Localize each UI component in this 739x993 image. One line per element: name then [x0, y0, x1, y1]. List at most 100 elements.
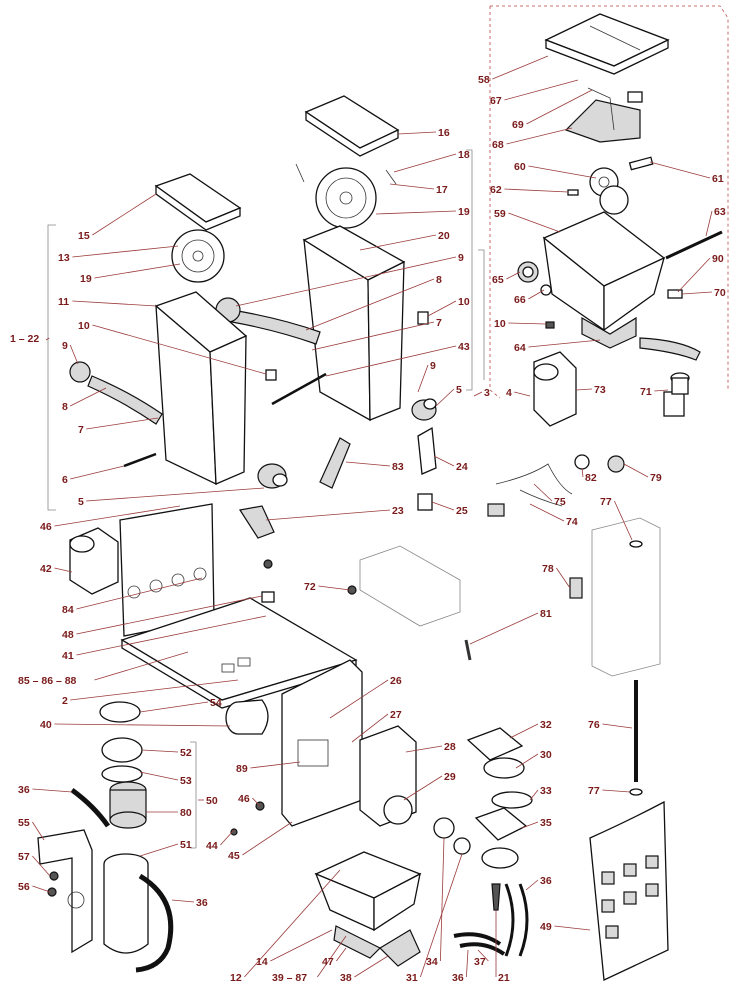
auger-8a [87, 375, 163, 425]
part-82 [574, 454, 590, 470]
bracket-55 [37, 829, 93, 954]
callout-label-c65: 65 [492, 274, 504, 286]
leader-line-c79 [623, 463, 649, 478]
leader-line-c39_87 [317, 935, 347, 978]
leader-line-c31 [420, 853, 463, 978]
leader-line-c72 [318, 585, 351, 591]
bracket-outline [359, 545, 461, 627]
leader-line-c23 [265, 509, 391, 521]
leader-line-c47 [336, 947, 347, 962]
nozzle-5a [257, 463, 288, 489]
callout-label-c2: 2 [62, 695, 68, 707]
callout-label-c89: 89 [236, 763, 248, 775]
leader-line-c29 [403, 775, 443, 801]
part-79 [607, 455, 625, 473]
leader-line-c41 [76, 615, 267, 656]
callout-label-c61: 61 [712, 173, 724, 185]
ring-53 [101, 765, 143, 783]
leader-line-c9b [235, 256, 457, 307]
clip-77b [629, 788, 643, 796]
leader-line-c55 [32, 821, 45, 841]
mixer-35 [474, 807, 528, 869]
hopper-flap [564, 87, 643, 143]
leader-line-c10b [427, 300, 457, 317]
part-38 [379, 929, 421, 967]
callout-label-c77a: 77 [600, 496, 612, 508]
clip-83 [319, 437, 351, 489]
part-78 [569, 577, 583, 599]
clip-10c [545, 321, 555, 329]
leader-line-c36b [171, 899, 195, 903]
screw-44 [230, 828, 238, 836]
leader-line-c73 [575, 388, 593, 391]
callout-label-c26: 26 [390, 675, 402, 687]
callout-label-c7a: 7 [78, 424, 84, 436]
callout-label-c46b: 46 [238, 793, 250, 805]
callout-label-c44: 44 [206, 840, 218, 852]
callout-label-c84: 84 [62, 604, 74, 616]
callout-label-c62: 62 [490, 184, 502, 196]
callout-label-c19b: 19 [458, 206, 470, 218]
ring-66 [540, 284, 552, 296]
spacer [261, 591, 275, 603]
callout-label-c90: 90 [712, 253, 724, 265]
motor-42 [69, 527, 119, 595]
callout-label-c34: 34 [426, 956, 438, 968]
leader-line-c16 [397, 131, 437, 135]
leader-line-c81 [469, 612, 539, 645]
leader-line-c8b [305, 278, 435, 331]
auger-8b [231, 309, 321, 345]
part-37 [453, 932, 506, 956]
callout-label-c47: 47 [322, 956, 334, 968]
callout-label-c28: 28 [444, 741, 456, 753]
pin-61 [628, 156, 654, 171]
callout-label-c67: 67 [490, 95, 502, 107]
callout-label-c5b: 5 [456, 384, 462, 396]
callout-label-c78: 78 [542, 563, 554, 575]
leader-lines [32, 55, 713, 978]
callout-label-c40: 40 [40, 719, 52, 731]
callout-label-c82: 82 [585, 472, 597, 484]
gear-19b [315, 167, 377, 229]
ring-31 [453, 837, 471, 855]
wheel-29 [383, 795, 413, 825]
leader-line-c62 [504, 188, 569, 193]
leader-line-c65 [506, 271, 521, 280]
leader-line-c77a [614, 500, 633, 541]
callout-label-c10b: 10 [458, 296, 470, 308]
callout-label-c6: 6 [62, 474, 68, 486]
side-panel [591, 517, 661, 677]
leader-line-c59 [508, 212, 561, 233]
canister-51 [103, 853, 149, 954]
screw-57 [49, 871, 59, 881]
callout-label-c4: 4 [506, 387, 512, 399]
leader-line-c63 [705, 210, 713, 237]
leader-line-c46b [252, 797, 261, 807]
leader-line-c24 [433, 455, 455, 467]
leader-line-c58 [492, 55, 549, 80]
leader-line-c89 [250, 761, 301, 769]
leader-line-c35 [521, 821, 539, 829]
callout-label-c10c: 10 [494, 318, 506, 330]
leader-line-c18 [393, 153, 457, 173]
callout-label-c63: 63 [714, 206, 726, 218]
callout-label-c80: 80 [180, 807, 192, 819]
rod-63 [665, 230, 723, 260]
leader-line-c15 [92, 193, 157, 236]
leader-line-c32 [509, 723, 539, 739]
callout-label-c75: 75 [554, 496, 566, 508]
callout-label-c24: 24 [456, 461, 468, 473]
callout-label-c81: 81 [540, 608, 552, 620]
callout-label-c68: 68 [492, 139, 504, 151]
part-47 [333, 925, 382, 959]
leader-line-c5b [435, 388, 455, 407]
callout-label-c33: 33 [540, 785, 552, 797]
callout-label-c12: 12 [230, 972, 242, 984]
leader-line-c33 [529, 789, 539, 801]
callout-label-c36d: 36 [452, 972, 464, 984]
callout-label-c10a: 10 [78, 320, 90, 332]
leader-line-c82 [581, 467, 584, 478]
leader-line-c9a [69, 344, 79, 365]
rod-6 [123, 452, 157, 468]
